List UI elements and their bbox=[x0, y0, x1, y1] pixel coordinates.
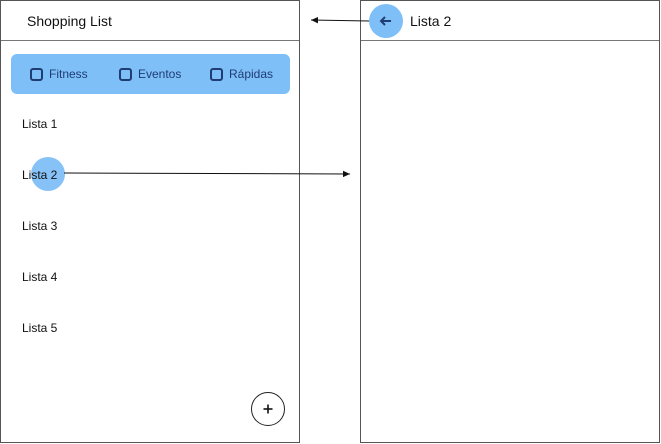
filter-rapidas[interactable]: Rápidas bbox=[210, 66, 273, 82]
checkbox-icon[interactable] bbox=[210, 67, 223, 81]
checkbox-icon[interactable] bbox=[30, 67, 43, 81]
list-item[interactable]: Lista 5 bbox=[22, 321, 58, 335]
arrow-left-icon bbox=[379, 16, 391, 26]
list-app-bar: Shopping List bbox=[1, 1, 299, 41]
list-item[interactable]: Lista 4 bbox=[22, 270, 58, 284]
filter-label: Fitness bbox=[49, 67, 88, 81]
filter-eventos[interactable]: Eventos bbox=[119, 66, 181, 82]
list-screen: Shopping List Fitness Eventos Rápidas Li… bbox=[0, 0, 300, 443]
back-button[interactable] bbox=[369, 4, 403, 38]
list-item[interactable]: Lista 3 bbox=[22, 219, 58, 233]
tap-indicator bbox=[31, 157, 65, 191]
category-filter-bar: Fitness Eventos Rápidas bbox=[11, 54, 290, 94]
filter-fitness[interactable]: Fitness bbox=[30, 66, 88, 82]
filter-label: Eventos bbox=[138, 67, 182, 81]
plus-icon bbox=[263, 404, 273, 414]
detail-app-bar: Lista 2 bbox=[361, 1, 659, 41]
checkbox-icon[interactable] bbox=[119, 67, 132, 81]
list-item[interactable]: Lista 2 bbox=[22, 168, 58, 182]
list-item[interactable]: Lista 1 bbox=[22, 117, 58, 131]
add-list-button[interactable] bbox=[251, 392, 285, 426]
filter-label: Rápidas bbox=[229, 67, 274, 81]
list-screen-title: Shopping List bbox=[27, 13, 112, 29]
detail-screen: Lista 2 bbox=[360, 0, 660, 443]
detail-screen-title: Lista 2 bbox=[410, 13, 452, 29]
